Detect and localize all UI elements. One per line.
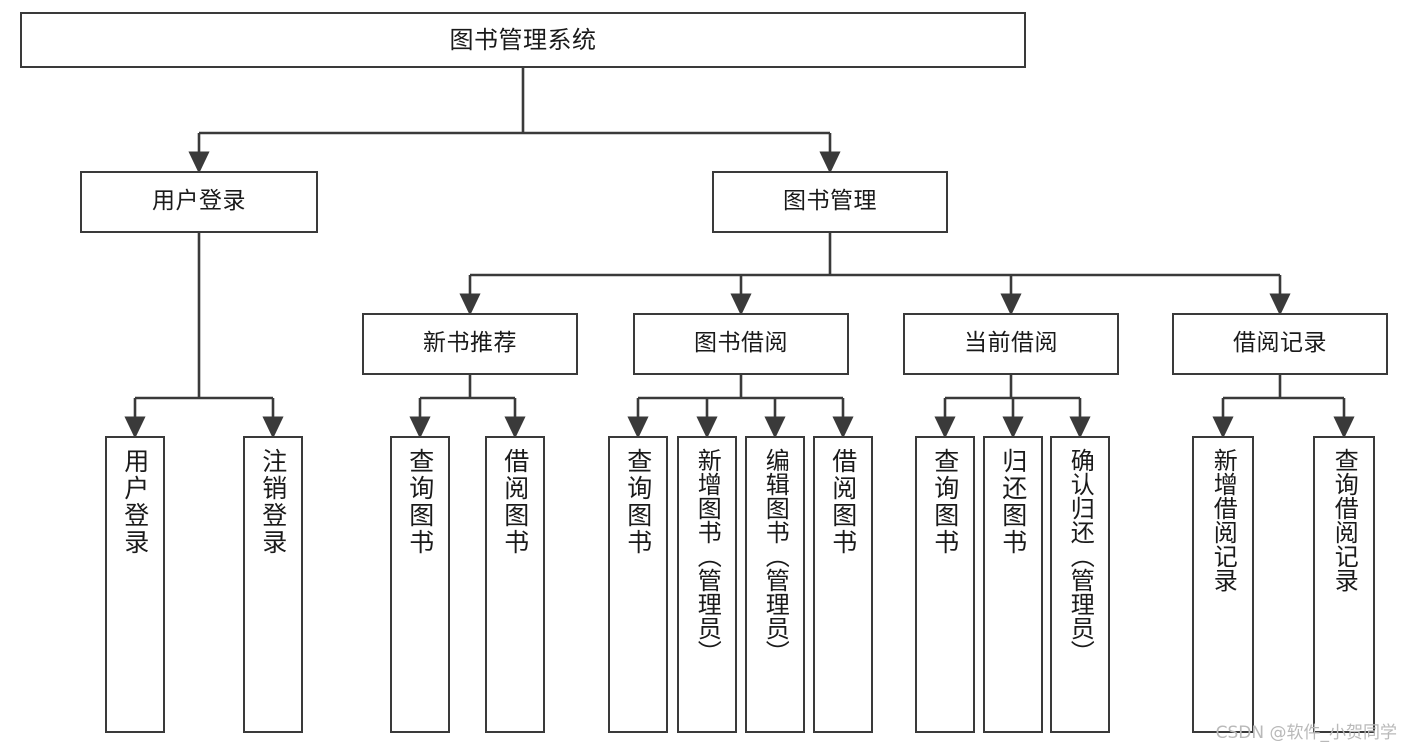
node-label: 注销登录: [258, 448, 288, 556]
node-leaf-add-book[interactable]: 新增图书（管理员）: [677, 436, 737, 733]
node-leaf-edit-book[interactable]: 编辑图书（管理员）: [745, 436, 805, 733]
node-leaf-query-1[interactable]: 查询图书: [390, 436, 450, 733]
watermark-label: CSDN @软件_小贺同学: [1215, 723, 1397, 743]
node-leaf-user-login[interactable]: 用户登录: [105, 436, 165, 733]
node-label: 当前借阅: [964, 330, 1058, 357]
node-current-borrow[interactable]: 当前借阅: [903, 313, 1119, 375]
node-leaf-borrow-1[interactable]: 借阅图书: [485, 436, 545, 733]
node-label: 图书管理系统: [449, 25, 597, 54]
node-label: 查询图书: [405, 448, 435, 556]
node-label: 查询图书: [930, 448, 960, 556]
node-book-manage[interactable]: 图书管理: [712, 171, 948, 233]
node-leaf-confirm[interactable]: 确认归还（管理员）: [1050, 436, 1110, 733]
node-label: 归还图书: [998, 448, 1028, 556]
node-leaf-query-3[interactable]: 查询图书: [915, 436, 975, 733]
node-label: 编辑图书（管理员）: [761, 448, 790, 664]
node-leaf-query-rec[interactable]: 查询借阅记录: [1313, 436, 1375, 733]
node-label: 借阅图书: [500, 448, 530, 556]
node-leaf-query-2[interactable]: 查询图书: [608, 436, 668, 733]
node-label: 借阅图书: [828, 448, 858, 556]
node-borrow-record[interactable]: 借阅记录: [1172, 313, 1388, 375]
node-label: 用户登录: [120, 448, 150, 556]
node-label: 确认归还（管理员）: [1066, 448, 1095, 664]
node-label: 图书借阅: [694, 330, 788, 357]
node-new-book-rec[interactable]: 新书推荐: [362, 313, 578, 375]
node-root[interactable]: 图书管理系统: [20, 12, 1026, 68]
node-label: 图书管理: [783, 188, 877, 215]
node-label: 查询借阅记录: [1330, 448, 1359, 592]
node-leaf-add-rec[interactable]: 新增借阅记录: [1192, 436, 1254, 733]
node-label: 新增图书（管理员）: [693, 448, 722, 664]
node-label: 新增借阅记录: [1209, 448, 1238, 592]
node-label: 借阅记录: [1233, 330, 1327, 357]
node-leaf-logout[interactable]: 注销登录: [243, 436, 303, 733]
node-leaf-borrow-2[interactable]: 借阅图书: [813, 436, 873, 733]
node-leaf-return[interactable]: 归还图书: [983, 436, 1043, 733]
node-user-login[interactable]: 用户登录: [80, 171, 318, 233]
node-label: 查询图书: [623, 448, 653, 556]
node-book-borrow[interactable]: 图书借阅: [633, 313, 849, 375]
node-label: 新书推荐: [423, 330, 517, 357]
node-label: 用户登录: [152, 188, 246, 215]
